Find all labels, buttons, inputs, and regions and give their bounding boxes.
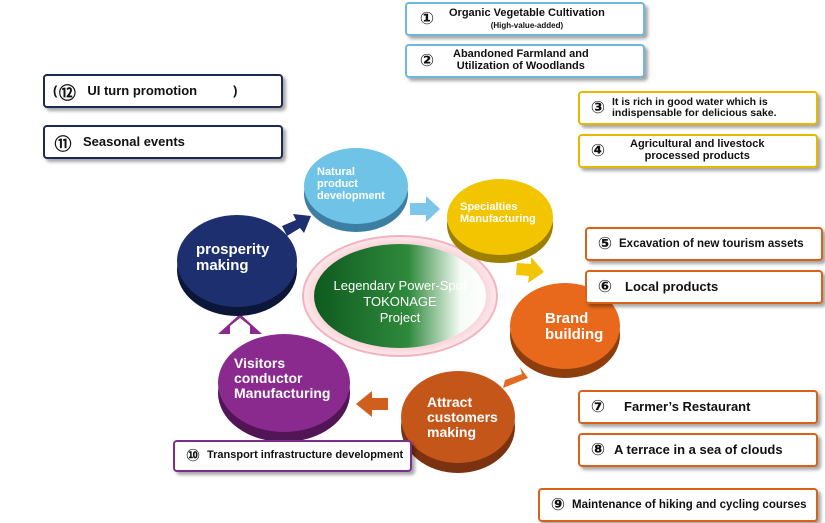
- item-8-number: ⑧: [590, 440, 606, 459]
- item-1-text: Organic Vegetable Cultivation: [449, 7, 605, 20]
- item-11-box: ⑪ Seasonal events: [43, 125, 283, 159]
- item-3-box: ③ It is rich in good water which is indi…: [578, 91, 818, 125]
- disc-attract-label-1: Attract: [427, 394, 472, 410]
- item-4-box: ④ Agricultural and livestock processed p…: [578, 134, 818, 168]
- disc-attract: Attract customers making: [401, 371, 515, 473]
- item-1-number: ①: [419, 9, 435, 28]
- disc-attract-label-3: making: [427, 424, 476, 440]
- disc-specialties-label-2: Manufacturing: [460, 213, 536, 225]
- item-12-text: UI turn promotion: [87, 83, 198, 99]
- disc-visitors-label-1: Visitors: [234, 355, 285, 371]
- item-7-box: ⑦ Farmer’s Restaurant: [578, 390, 818, 424]
- arrow-brand-to-attract: [503, 367, 528, 388]
- item-8-text: A terrace in a sea of clouds: [614, 442, 783, 458]
- disc-natural-label-2: product: [317, 178, 358, 190]
- arrow-visitors-to-prosperity: [218, 314, 262, 334]
- cycle-arrows: [218, 196, 544, 417]
- item-3-line-2: indispensable for delicious sake.: [612, 107, 777, 119]
- item-12-box: ( ⑫ UI turn promotion ): [43, 74, 283, 108]
- item-7-number: ⑦: [590, 397, 606, 416]
- item-2-box: ② Abandoned Farmland and Utilization of …: [405, 44, 645, 78]
- disc-natural-label-3: development: [317, 190, 385, 202]
- item-5-number: ⑤: [597, 234, 613, 253]
- item-9-text: Maintenance of hiking and cycling course…: [572, 498, 807, 511]
- center-label-line-3: Project: [380, 310, 421, 325]
- arrow-specialties-to-brand: [516, 257, 544, 283]
- item-4-line-1: Agricultural and livestock: [630, 138, 765, 151]
- center-label-line-2: TOKONAGE: [363, 294, 437, 309]
- disc-natural-label-1: Natural: [317, 166, 355, 178]
- disc-brand-label-1: Brand: [545, 310, 588, 327]
- item-4-number: ④: [590, 141, 606, 160]
- disc-prosperity-label-1: prosperity: [196, 241, 270, 258]
- disc-visitors: Visitors conductor Manufacturing: [218, 334, 350, 442]
- item-2-line-1: Abandoned Farmland and: [453, 48, 589, 61]
- item-1-box: ① Organic Vegetable Cultivation (High-va…: [405, 2, 645, 36]
- item-4-line-2: processed products: [644, 150, 750, 162]
- item-6-text: Local products: [625, 279, 719, 295]
- item-9-number: ⑨: [550, 495, 566, 514]
- item-10-box: ⑩ Transport infrastructure development: [173, 440, 412, 472]
- item-8-box: ⑧ A terrace in a sea of clouds: [578, 433, 818, 467]
- item-11-number: ⑪: [54, 134, 72, 154]
- item-12-number: ⑫: [58, 83, 76, 103]
- item-9-box: ⑨ Maintenance of hiking and cycling cour…: [538, 488, 818, 522]
- center-project: Legendary Power-Spot TOKONAGE Project: [302, 235, 498, 357]
- item-1-subtext: (High-value-added): [490, 20, 564, 30]
- item-12-suffix: ): [233, 83, 238, 99]
- disc-visitors-label-2: conductor: [234, 370, 303, 386]
- item-2-number: ②: [419, 51, 435, 70]
- item-6-number: ⑥: [597, 277, 613, 296]
- disc-natural: Natural product development: [304, 148, 408, 232]
- arrow-natural-to-specialties: [410, 196, 440, 222]
- disc-specialties-label-1: Specialties: [460, 201, 517, 213]
- disc-visitors-label-3: Manufacturing: [234, 385, 330, 401]
- disc-prosperity: prosperity making: [177, 215, 297, 316]
- disc-brand: Brand building: [510, 283, 620, 378]
- item-10-number: ⑩: [185, 446, 201, 465]
- disc-specialties: Specialties Manufacturing: [447, 179, 553, 263]
- item-3-number: ③: [590, 98, 606, 117]
- item-10-text: Transport infrastructure development: [207, 449, 404, 462]
- item-5-text: Excavation of new tourism assets: [619, 237, 804, 250]
- item-6-box: ⑥ Local products: [585, 270, 823, 304]
- center-label-line-1: Legendary Power-Spot: [334, 278, 467, 293]
- item-11-text: Seasonal events: [83, 134, 185, 150]
- item-7-text: Farmer’s Restaurant: [624, 399, 751, 415]
- item-2-line-2: Utilization of Woodlands: [456, 60, 585, 72]
- arrow-attract-to-visitors: [356, 391, 388, 417]
- item-3-line-1: It is rich in good water which is: [612, 95, 768, 108]
- disc-prosperity-label-2: making: [196, 257, 249, 274]
- disc-attract-label-2: customers: [427, 409, 498, 425]
- disc-brand-label-2: building: [545, 326, 603, 343]
- arrow-prosperity-to-natural: [282, 214, 311, 236]
- item-5-box: ⑤ Excavation of new tourism assets: [585, 227, 823, 261]
- item-12-prefix: (: [53, 83, 58, 99]
